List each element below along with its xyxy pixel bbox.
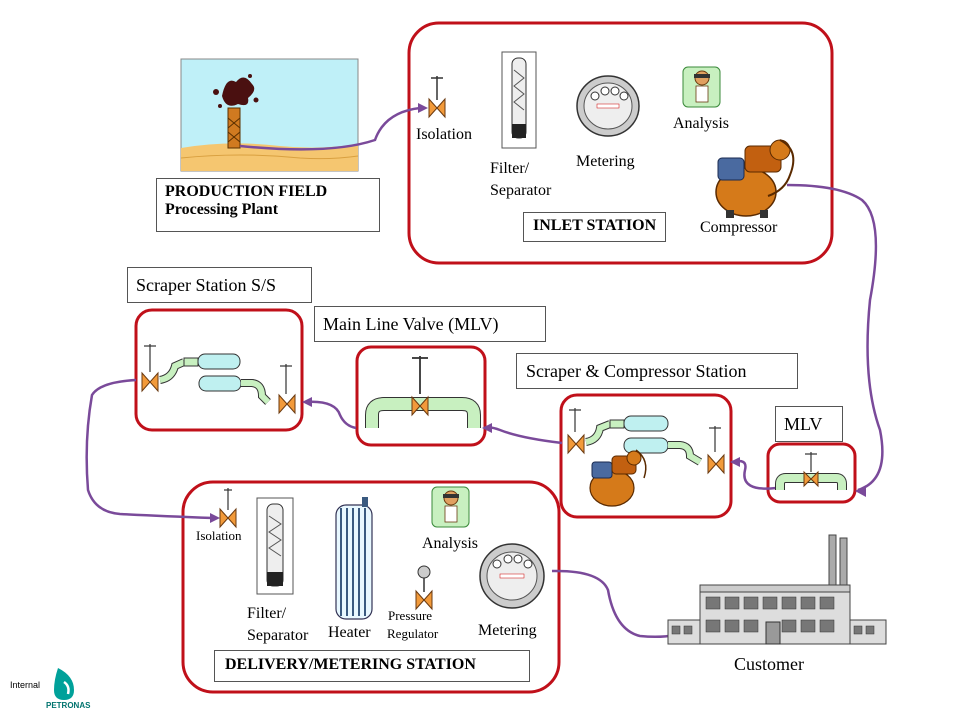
delivery-isolation-label: Isolation — [196, 528, 242, 543]
inlet-analysis-icon — [682, 66, 721, 108]
scraper-compressor-equipment-icon — [567, 408, 725, 507]
delivery-station-frame — [181, 480, 561, 694]
mlv-main-equipment-icon — [365, 356, 481, 428]
mlv-small-equipment-icon — [775, 452, 847, 490]
inlet-compressor-label: Compressor — [700, 219, 778, 236]
scraper-ss-equipment-icon — [141, 344, 296, 414]
production-field-label: PRODUCTION FIELD Processing Plant — [156, 178, 380, 232]
inlet-isolation-valve-icon — [428, 76, 446, 118]
scraper-ss-title: Scraper Station S/S — [127, 267, 312, 303]
delivery-analysis-label: Analysis — [422, 535, 478, 552]
petronas-logo-icon — [54, 668, 74, 700]
mlv-small-title: MLV — [775, 406, 843, 442]
delivery-station-title: DELIVERY/METERING STATION — [214, 650, 530, 682]
inlet-filter-label-1: Filter/ — [490, 160, 530, 177]
delivery-isolation-valve-icon — [219, 488, 237, 528]
inlet-filter-separator-icon — [501, 51, 537, 149]
delivery-filter-label-2: Separator — [247, 627, 309, 644]
inlet-station-frame — [407, 21, 834, 265]
inlet-compressor-icon — [715, 139, 795, 218]
production-field-title: PRODUCTION FIELD — [165, 183, 328, 200]
pressure-regulator-icon — [415, 565, 433, 610]
heater-icon — [335, 497, 373, 620]
petronas-brand-label: PETRONAS — [46, 701, 91, 710]
mlv-main-title: Main Line Valve (MLV) — [314, 306, 546, 342]
customer-label: Customer — [734, 654, 804, 674]
heater-label: Heater — [328, 624, 371, 641]
production-field-image — [180, 58, 359, 172]
scraper-compressor-frame — [559, 393, 733, 519]
customer-factory-icon — [667, 534, 887, 645]
oil-derrick-icon — [213, 74, 259, 149]
delivery-filter-label-1: Filter/ — [247, 605, 287, 622]
internal-label: Internal — [10, 680, 41, 690]
scraper-ss-frame — [134, 308, 304, 432]
delivery-meter-icon — [479, 543, 545, 609]
inlet-isolation-label: Isolation — [416, 126, 472, 143]
mlv-small-frame — [766, 442, 857, 504]
inlet-metering-label: Metering — [576, 153, 635, 170]
pressure-regulator-label-1: Pressure — [388, 608, 433, 623]
delivery-metering-label: Metering — [478, 622, 537, 639]
pressure-regulator-label-2: Regulator — [387, 626, 439, 641]
scraper-compressor-title: Scraper & Compressor Station — [516, 353, 798, 389]
delivery-analysis-icon — [431, 486, 470, 528]
mlv-main-frame — [355, 345, 487, 447]
production-field-subtitle: Processing Plant — [165, 201, 279, 218]
inlet-station-title: INLET STATION — [523, 212, 667, 242]
inlet-analysis-label: Analysis — [673, 115, 729, 132]
flow-lines — [85, 106, 884, 639]
inlet-meter-icon — [576, 75, 640, 137]
inlet-filter-label-2: Separator — [490, 182, 552, 199]
delivery-filter-separator-icon — [256, 497, 294, 595]
